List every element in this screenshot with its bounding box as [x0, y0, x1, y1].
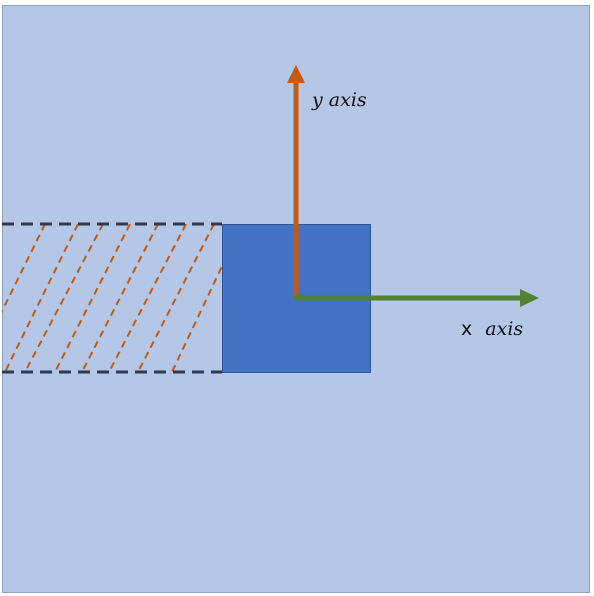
hatch-line [137, 224, 215, 372]
x-axis-arrow [294, 289, 539, 307]
hatched-region [2, 224, 222, 372]
hatch-line [24, 224, 104, 372]
hatch-line [4, 224, 79, 372]
hatch-line [2, 224, 46, 314]
y-axis-arrow [287, 65, 305, 298]
x-axis-label: x axis [461, 318, 523, 340]
hatch-line [171, 263, 222, 372]
x-axis-label-prefix: x [461, 318, 472, 340]
hatch-line [54, 224, 131, 372]
y-axis-label: y axis [311, 89, 367, 111]
hatch-line [108, 224, 187, 372]
x-axis-label-main: axis [485, 318, 523, 340]
hatch-line [81, 224, 159, 372]
x-axis-arrowhead [520, 289, 539, 307]
y-axis-arrowhead [287, 65, 305, 83]
